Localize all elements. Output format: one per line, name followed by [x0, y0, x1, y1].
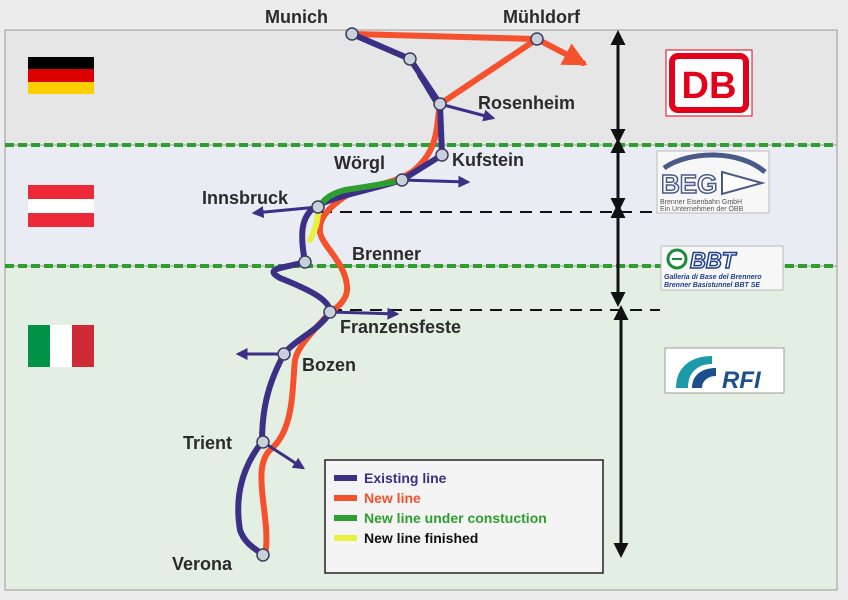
legend-box [324, 459, 604, 574]
logo-db-text: DB [682, 65, 737, 107]
legend-label-existing: Existing line [364, 470, 447, 486]
label-muhldorf: Mühldorf [503, 7, 581, 27]
flag-germany [28, 57, 94, 94]
station-labels: Munich Mühldorf Rosenheim Wörgl Kufstein… [172, 7, 581, 574]
label-kufstein: Kufstein [452, 150, 524, 170]
node-bozen [277, 347, 291, 361]
logo-db: DB [665, 49, 753, 117]
node-innsbruck [311, 200, 325, 214]
label-bozen: Bozen [302, 355, 356, 375]
node-franzensfeste [323, 305, 337, 319]
rfi-swirl-icon [676, 356, 712, 388]
logo-bbt-text: BBT [690, 248, 737, 273]
node-rosenheim [433, 97, 447, 111]
beg-swoosh-icon [662, 152, 767, 174]
node-brenner [298, 255, 312, 269]
logo-bbt: BBT Galleria di Base del Brennero Brenne… [660, 245, 784, 291]
label-rosenheim: Rosenheim [478, 93, 575, 113]
logo-bbt-line1: Galleria di Base del Brennero [664, 274, 762, 281]
label-verona: Verona [172, 554, 233, 574]
legend-label-new: New line [364, 490, 421, 506]
station-nodes [256, 27, 544, 562]
logo-bbt-line2: Brenner Basistunnel BBT SE [664, 282, 760, 289]
logo-beg-line1: Brenner Eisenbahn GmbH [660, 199, 742, 206]
label-franzensfeste: Franzensfeste [340, 317, 461, 337]
legend-label-construction: New line under constuction [364, 510, 547, 526]
node-kufstein [435, 148, 449, 162]
node-muhldorf [530, 32, 544, 46]
legend-label-finished: New line finished [364, 530, 478, 546]
logo-rfi-text: RFI [722, 367, 762, 394]
label-trient: Trient [183, 433, 232, 453]
logo-beg: BEG Brenner Eisenbahn GmbH Ein Unternehm… [656, 150, 770, 214]
arrow-rosenheim-east [439, 102, 496, 122]
legend: Existing line New line New line under co… [324, 459, 604, 574]
node-verona [256, 548, 270, 562]
node-intermediate [403, 52, 417, 66]
arrow-trient-southeast [262, 440, 306, 470]
label-brenner: Brenner [352, 244, 421, 264]
branch-arrows [235, 102, 496, 470]
label-worgl: Wörgl [334, 153, 385, 173]
arrow-worgl-east [401, 175, 471, 188]
label-innsbruck: Innsbruck [202, 188, 289, 208]
logo-beg-line2: Ein Unternehmen der ÖBB [660, 205, 744, 213]
arrow-franzensfeste-east [329, 307, 400, 320]
logo-beg-text: BEG [661, 169, 717, 199]
arrow-innsbruck-west [251, 205, 319, 219]
node-munich [345, 27, 359, 41]
flag-austria [28, 185, 94, 227]
flag-italy [28, 325, 94, 367]
node-trient [256, 435, 270, 449]
node-worgl [395, 173, 409, 187]
label-munich: Munich [265, 7, 328, 27]
beg-chevron-icon [721, 170, 766, 196]
logo-rfi: RFI [664, 347, 785, 394]
